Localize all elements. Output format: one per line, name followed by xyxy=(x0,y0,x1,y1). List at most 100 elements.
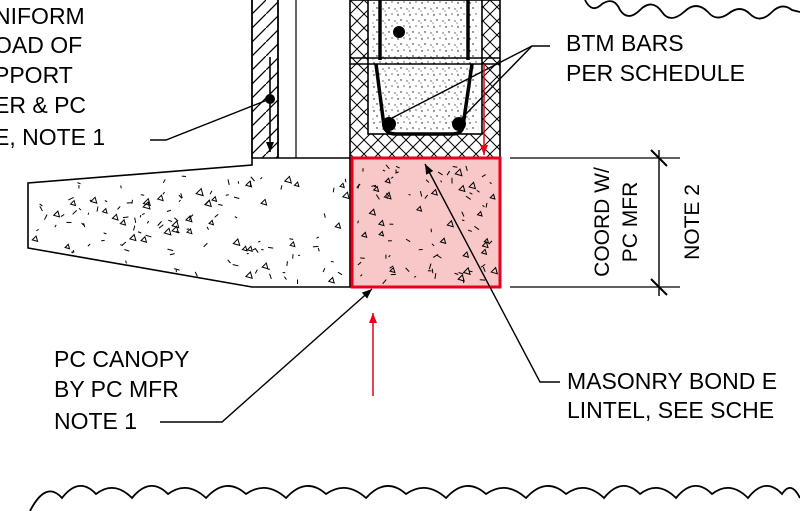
speckle-mark xyxy=(157,221,162,226)
speckle-mark xyxy=(489,193,496,200)
speckle-mark xyxy=(87,243,91,247)
pc-canopy-line-3: NOTE 1 xyxy=(54,408,137,434)
speckle-mark xyxy=(178,199,181,203)
speckle-mark xyxy=(283,175,293,184)
speckle-mark xyxy=(254,269,258,274)
speckle-mark xyxy=(415,205,423,212)
speckle-mark xyxy=(476,210,483,217)
speckle-mark xyxy=(174,217,179,222)
speckle-mark xyxy=(482,204,485,208)
speckle-mark xyxy=(286,261,288,266)
speckle-mark xyxy=(166,209,172,212)
coord-line-2: PC MFR xyxy=(619,182,642,263)
speckle-mark xyxy=(297,254,301,257)
speckle-mark xyxy=(458,272,464,275)
speckle-mark xyxy=(382,279,387,285)
speckle-mark xyxy=(322,268,326,273)
speckle-mark xyxy=(52,210,61,218)
speckle-mark xyxy=(360,257,365,259)
speckle-mark xyxy=(312,245,319,248)
speckle-mark xyxy=(227,179,230,185)
speckle-mark xyxy=(425,179,430,183)
speckle-mark xyxy=(199,194,203,196)
speckle-mark xyxy=(214,213,219,218)
speckle-mark xyxy=(457,274,465,282)
speckle-mark xyxy=(64,243,71,250)
speckle-mark xyxy=(293,181,300,188)
speckle-mark xyxy=(188,214,194,219)
pc-canopy-line-2: BY PC MFR xyxy=(54,376,179,402)
speckle-mark xyxy=(134,217,137,223)
label-coord: COORD W/ PC MFR xyxy=(591,167,642,277)
speckle-mark xyxy=(137,231,142,234)
speckle-mark xyxy=(39,203,43,207)
dimension-note2 xyxy=(510,149,680,296)
speckle-mark xyxy=(465,195,471,200)
note2-text: NOTE 2 xyxy=(681,184,704,260)
speckle-mark xyxy=(241,245,248,252)
highlighted-lintel[interactable] xyxy=(350,156,502,289)
uniform-load-line-3: PPORT xyxy=(0,62,73,88)
speckle-mark xyxy=(465,165,468,172)
speckle-mark xyxy=(89,196,98,204)
speckle-mark xyxy=(260,177,263,180)
masonry-wall xyxy=(349,0,501,159)
speckle-mark xyxy=(332,187,335,193)
speckle-mark xyxy=(162,191,165,195)
speckle-mark xyxy=(36,229,39,232)
speckle-mark xyxy=(208,219,215,226)
btm-bars-line-2: PER SCHEDULE xyxy=(566,60,745,86)
speckle-mark xyxy=(395,165,400,169)
lintel-speckle xyxy=(356,164,499,285)
speckle-mark xyxy=(167,248,174,252)
speckle-mark xyxy=(186,227,193,235)
revision-cloud-top xyxy=(584,0,800,20)
speckle-mark xyxy=(78,207,82,211)
rebar-dot-right xyxy=(452,117,466,131)
speckle-mark xyxy=(104,200,108,203)
speckle-mark xyxy=(462,266,471,276)
canopy-slab xyxy=(27,157,351,288)
speckle-mark xyxy=(482,266,486,272)
speckle-mark xyxy=(250,176,255,182)
btm-bars-line-1: BTM BARS xyxy=(566,30,684,56)
speckle-mark xyxy=(461,219,465,222)
speckle-mark xyxy=(169,253,175,256)
speckle-mark xyxy=(371,184,377,187)
speckle-mark xyxy=(431,243,435,247)
speckle-mark xyxy=(72,209,78,215)
speckle-mark xyxy=(452,166,458,168)
speckle-mark xyxy=(205,200,210,205)
speckle-mark xyxy=(360,274,363,277)
speckle-mark xyxy=(289,240,296,248)
speckle-mark xyxy=(481,174,486,178)
speckle-mark xyxy=(368,208,377,216)
speckle-mark xyxy=(60,214,65,218)
speckle-mark xyxy=(440,180,443,183)
speckle-mark xyxy=(289,238,294,240)
speckle-mark xyxy=(430,188,438,196)
speckle-mark xyxy=(339,182,345,189)
speckle-mark xyxy=(31,235,39,243)
uniform-load-line-4: ER & PC xyxy=(0,92,86,118)
speckle-mark xyxy=(485,202,488,208)
speckle-mark xyxy=(446,219,454,228)
speckle-mark xyxy=(408,193,411,196)
leader-pc-canopy xyxy=(160,288,373,423)
speckle-mark xyxy=(244,271,253,280)
speckle-mark xyxy=(39,206,43,212)
speckle-mark xyxy=(323,213,326,218)
speckle-mark xyxy=(468,181,477,190)
speckle-mark xyxy=(203,242,208,248)
speckle-mark xyxy=(377,219,385,227)
speckle-mark xyxy=(357,183,360,189)
speckle-mark xyxy=(334,222,342,229)
speckle-mark xyxy=(388,254,391,258)
leader-masonry-lintel xyxy=(424,163,560,383)
speckle-mark xyxy=(385,164,390,170)
speckle-mark xyxy=(458,184,466,193)
speckle-mark xyxy=(474,225,480,231)
speckle-mark xyxy=(490,266,499,275)
speckle-mark xyxy=(184,214,193,223)
speckle-mark xyxy=(44,214,48,220)
